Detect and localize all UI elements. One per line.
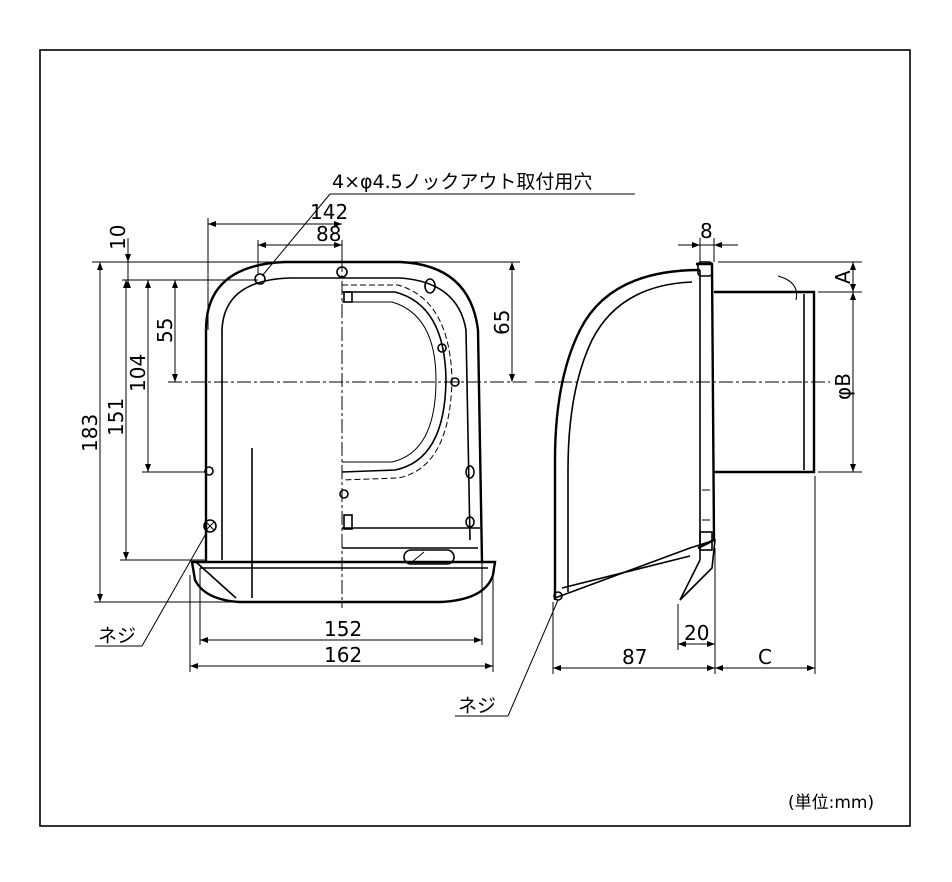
knockout-holes-label: 4×φ4.5ノックアウト取付用穴 (332, 171, 592, 193)
dim-b: φB (831, 373, 855, 400)
dim-87: 87 (622, 645, 647, 669)
side-view (553, 261, 816, 601)
dim-10: 10 (106, 225, 130, 250)
dim-20: 20 (684, 621, 709, 645)
dim-152: 152 (324, 617, 362, 641)
dim-88: 88 (316, 222, 341, 246)
front-dimensions (92, 193, 635, 672)
dim-55: 55 (153, 318, 177, 343)
screw-left-label: ネジ (98, 625, 136, 647)
dim-104: 104 (126, 354, 150, 392)
dim-142: 142 (310, 200, 348, 224)
front-view (190, 258, 497, 608)
side-dimensions (455, 238, 862, 717)
dim-c: C (758, 645, 772, 669)
dim-183: 183 (78, 414, 102, 452)
dim-151: 151 (104, 398, 128, 436)
unit-label: (単位:mm) (788, 793, 874, 813)
drawing-frame (39, 49, 911, 827)
dim-162: 162 (324, 643, 362, 667)
dim-8: 8 (700, 219, 713, 243)
screw-right-label: ネジ (458, 695, 496, 717)
dim-65: 65 (490, 310, 514, 335)
dim-a: A (831, 270, 855, 284)
